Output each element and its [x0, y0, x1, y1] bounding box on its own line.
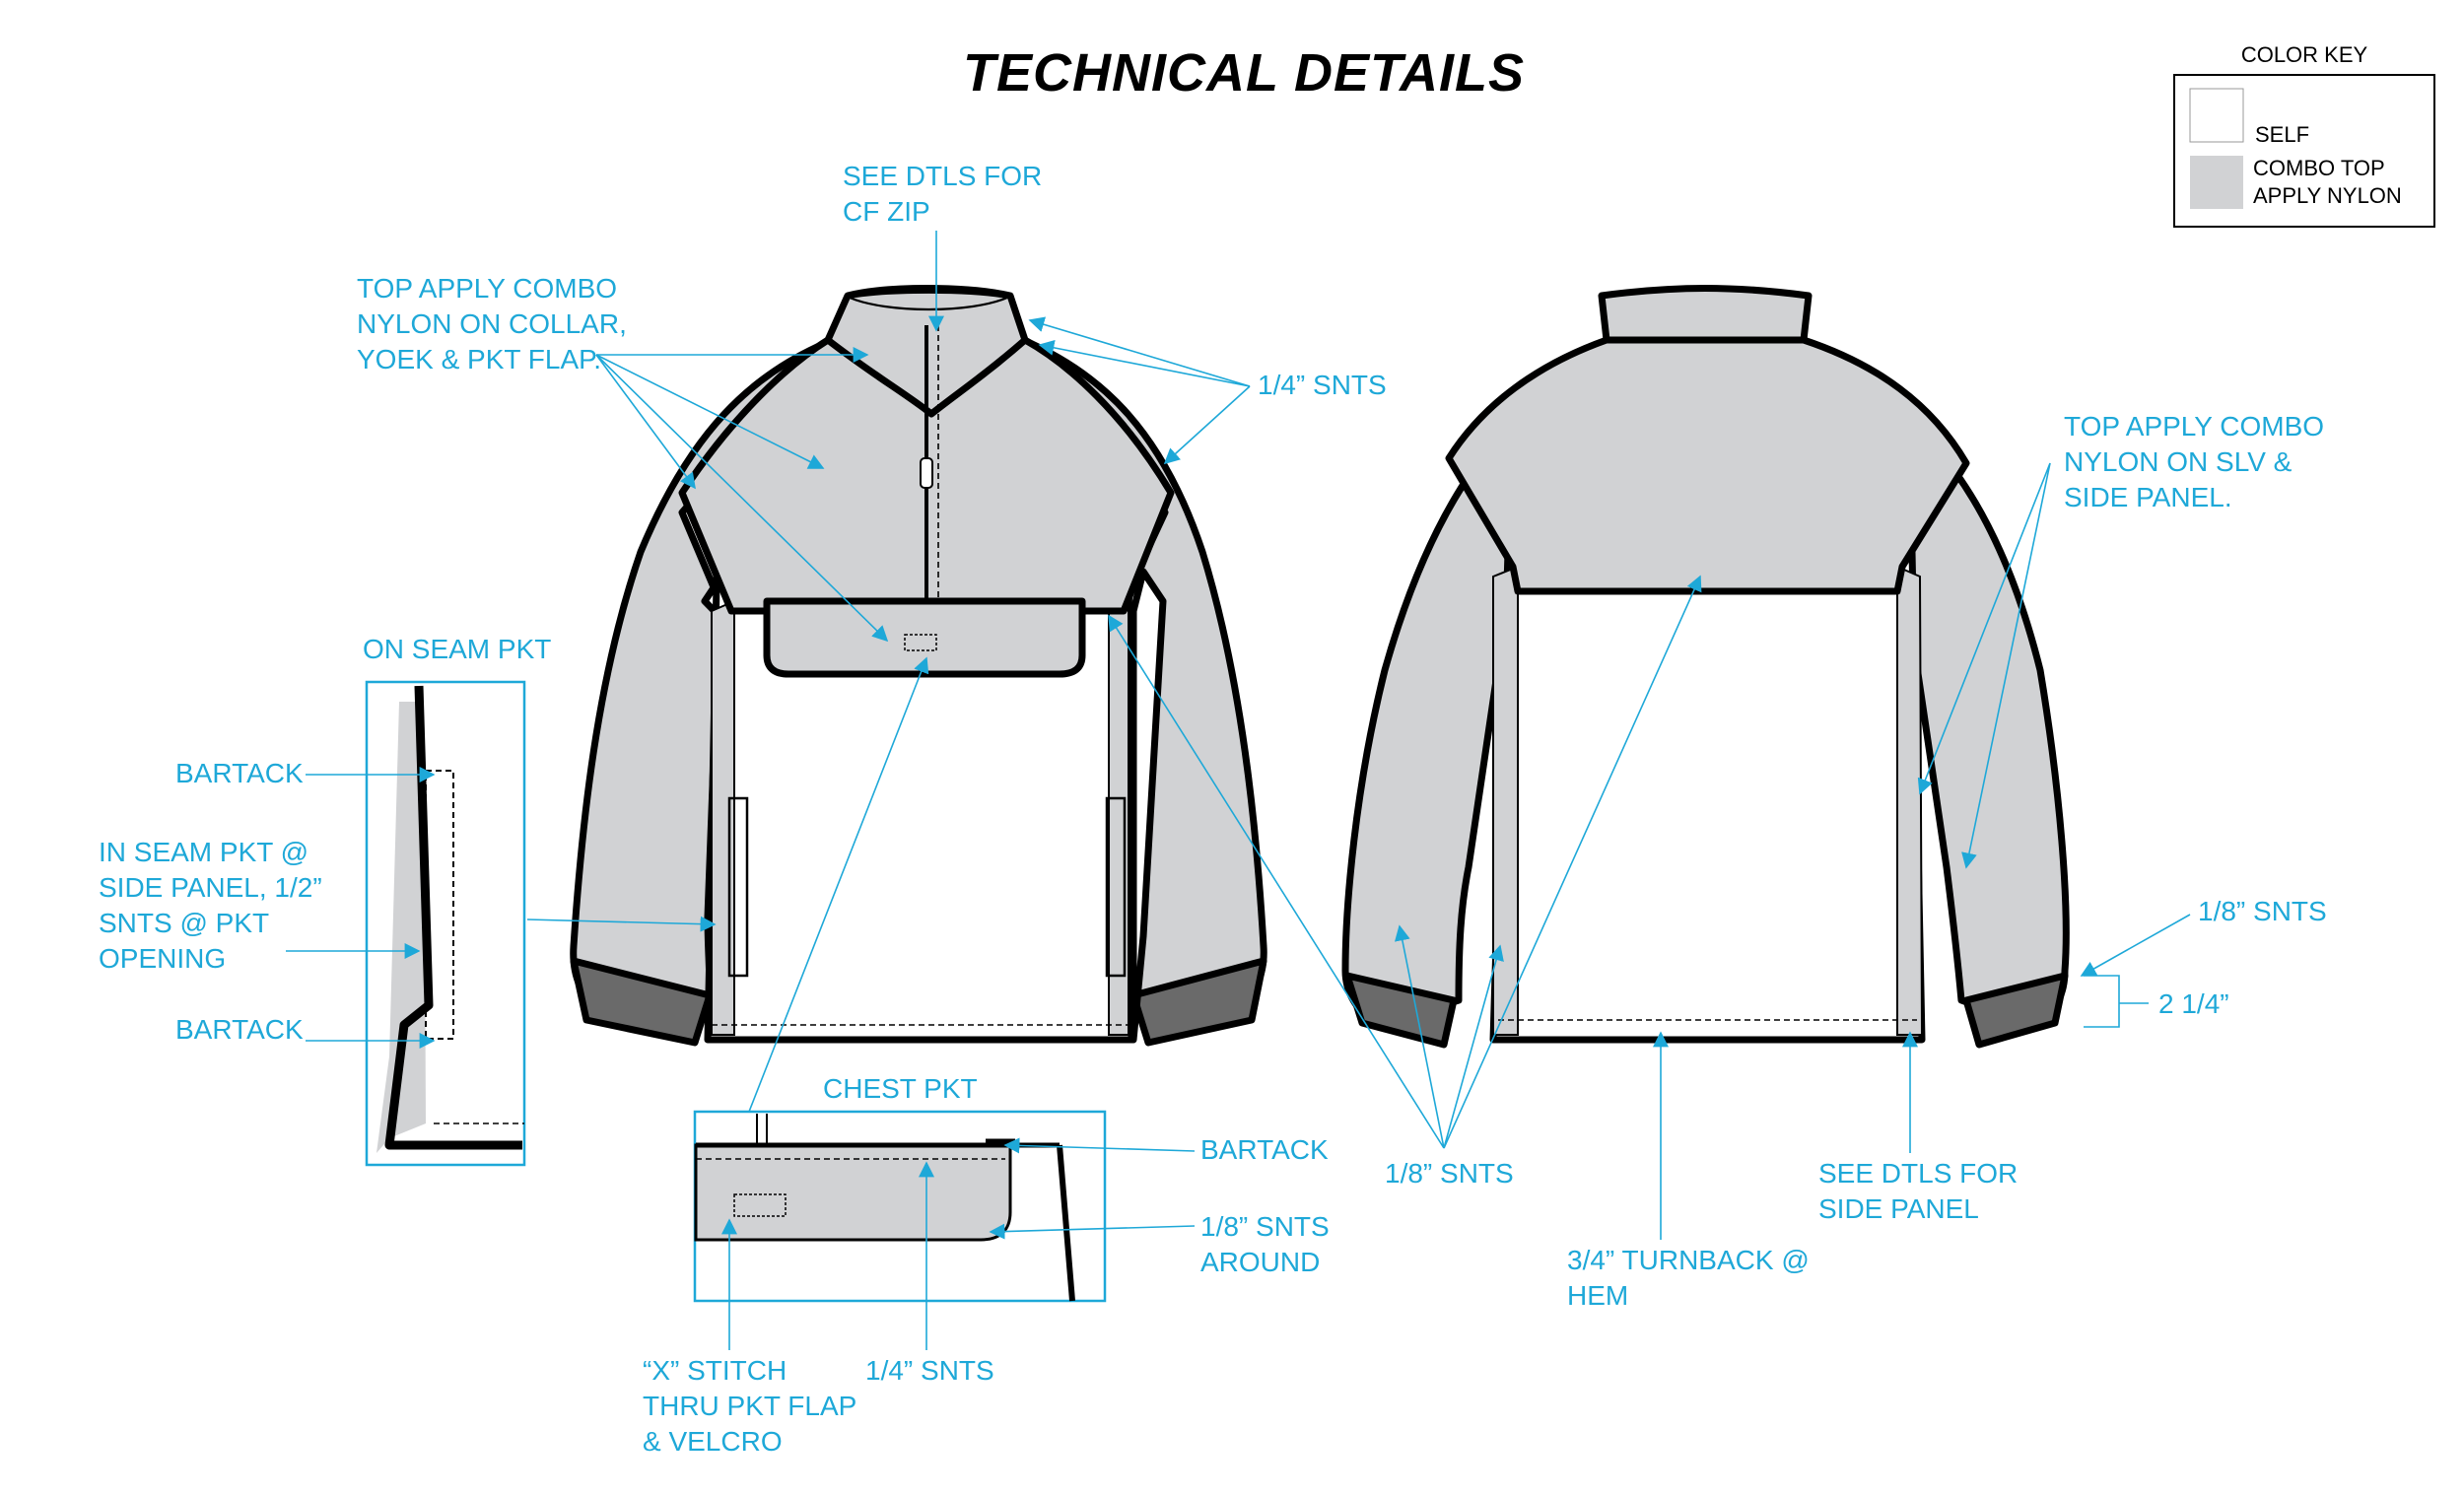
- back-yoke: [1445, 336, 1970, 595]
- callout-turnback: 3/4” TURNBACK @ HEM: [1567, 1245, 1810, 1311]
- callout-cuff-height: 2 1/4”: [2158, 988, 2229, 1019]
- back-right-side-panel: [1896, 565, 1924, 1036]
- callout-in-seam-pkt-line2: SIDE PANEL, 1/2”: [99, 872, 322, 903]
- front-left-side-panel: [711, 599, 735, 1036]
- callout-collar-combo: TOP APPLY COMBO NYLON ON COLLAR, YOEK & …: [357, 273, 627, 374]
- callout-sleeve-combo: TOP APPLY COMBO NYLON ON SLV & SIDE PANE…: [2064, 411, 2324, 512]
- chest-side-seam: [1057, 1144, 1075, 1302]
- callout-in-seam-pkt: IN SEAM PKT @ SIDE PANEL, 1/2” SNTS @ PK…: [99, 837, 322, 974]
- callout-cf-zip-line2: CF ZIP: [843, 196, 930, 227]
- callout-turnback-line2: HEM: [1567, 1280, 1628, 1311]
- self-label: SELF: [2255, 122, 2309, 147]
- callout-snts-quarter-bottom: 1/4” SNTS: [865, 1355, 994, 1386]
- front-right-side-pocket: [1105, 796, 1127, 978]
- callout-sleeve-combo-line2: NYLON ON SLV &: [2064, 446, 2293, 477]
- callout-collar-combo-line3: YOEK & PKT FLAP.: [357, 344, 601, 374]
- callout-eighth-snts-around-line1: 1/8” SNTS: [1200, 1211, 1330, 1242]
- callout-cf-zip-line1: SEE DTLS FOR: [843, 161, 1042, 191]
- front-left-side-pocket: [727, 796, 749, 978]
- callout-bartack-top: BARTACK: [175, 758, 304, 788]
- pocket-x-stitch: [904, 634, 937, 651]
- back-left-side-panel: [1492, 565, 1519, 1036]
- callout-eighth-snts-around: 1/8” SNTS AROUND: [1200, 1211, 1330, 1277]
- callout-on-seam-pkt: ON SEAM PKT: [363, 634, 551, 664]
- leader-lines: [286, 231, 2191, 1350]
- chest-pocket-flap: [763, 597, 1086, 678]
- front-left-cuff: [570, 957, 714, 1047]
- back-body: [1489, 548, 1926, 1044]
- page-title: TECHNICAL DETAILS: [963, 43, 1525, 102]
- callout-in-seam-pkt-line3: SNTS @ PKT: [99, 908, 269, 938]
- front-collar-inner: [846, 291, 1011, 311]
- callout-eighth-snts-bottom: 1/8” SNTS: [1385, 1158, 1514, 1189]
- callout-chest-pkt: CHEST PKT: [823, 1073, 978, 1104]
- callout-sleeve-combo-line1: TOP APPLY COMBO: [2064, 411, 2324, 442]
- callout-in-seam-pkt-line1: IN SEAM PKT @: [99, 837, 308, 867]
- self-swatch: [2189, 88, 2244, 143]
- color-key-frame: [2173, 74, 2435, 228]
- front-jacket: [570, 285, 1267, 1047]
- back-jacket: [1341, 285, 2070, 1049]
- color-key: COLOR KEY SELF COMBO TOP APPLY NYLON: [2173, 42, 2435, 228]
- callout-x-stitch: “X” STITCH THRU PKT FLAP & VELCRO: [643, 1355, 856, 1457]
- callout-x-stitch-line1: “X” STITCH: [643, 1355, 787, 1386]
- back-left-cuff: [1343, 972, 1458, 1049]
- callout-side-panel-dtls-line1: SEE DTLS FOR: [1818, 1158, 2018, 1189]
- combo-label-line1: COMBO TOP: [2253, 156, 2385, 180]
- front-right-cuff: [1129, 957, 1267, 1047]
- chest-pocket-detail: [693, 1110, 1107, 1303]
- zipper-pull: [920, 457, 933, 489]
- color-key-heading: COLOR KEY: [2241, 42, 2368, 67]
- callout-bartack-chest: BARTACK: [1200, 1134, 1329, 1165]
- combo-label-line2: APPLY NYLON: [2253, 183, 2402, 208]
- callout-collar-combo-line2: NYLON ON COLLAR,: [357, 308, 627, 339]
- callout-in-seam-pkt-line4: OPENING: [99, 943, 226, 974]
- chest-x-stitch-box: [733, 1193, 787, 1217]
- callout-side-panel-dtls: SEE DTLS FOR SIDE PANEL: [1818, 1158, 2018, 1224]
- callout-cf-zip: SEE DTLS FOR CF ZIP: [843, 161, 1042, 227]
- callout-turnback-line1: 3/4” TURNBACK @: [1567, 1245, 1810, 1275]
- callout-sleeve-combo-line3: SIDE PANEL.: [2064, 482, 2232, 512]
- callout-eighth-snts-around-line2: AROUND: [1200, 1247, 1320, 1277]
- combo-swatch: [2190, 156, 2243, 209]
- back-collar: [1598, 285, 1813, 344]
- callout-side-panel-dtls-line2: SIDE PANEL: [1818, 1193, 1979, 1224]
- callout-collar-combo-line1: TOP APPLY COMBO: [357, 273, 617, 304]
- callout-x-stitch-line2: THRU PKT FLAP: [643, 1391, 856, 1421]
- callout-bartack-bottom: BARTACK: [175, 1014, 304, 1045]
- callout-eighth-snts-right: 1/8” SNTS: [2198, 896, 2327, 926]
- on-seam-pocket-frame: [365, 680, 526, 1167]
- seam-pocket-stitch-box: [425, 770, 454, 1040]
- callout-snts-quarter-top: 1/4” SNTS: [1258, 370, 1387, 400]
- back-right-cuff: [1962, 972, 2069, 1049]
- callout-x-stitch-line3: & VELCRO: [643, 1426, 783, 1457]
- on-seam-pocket-detail: [365, 680, 526, 1167]
